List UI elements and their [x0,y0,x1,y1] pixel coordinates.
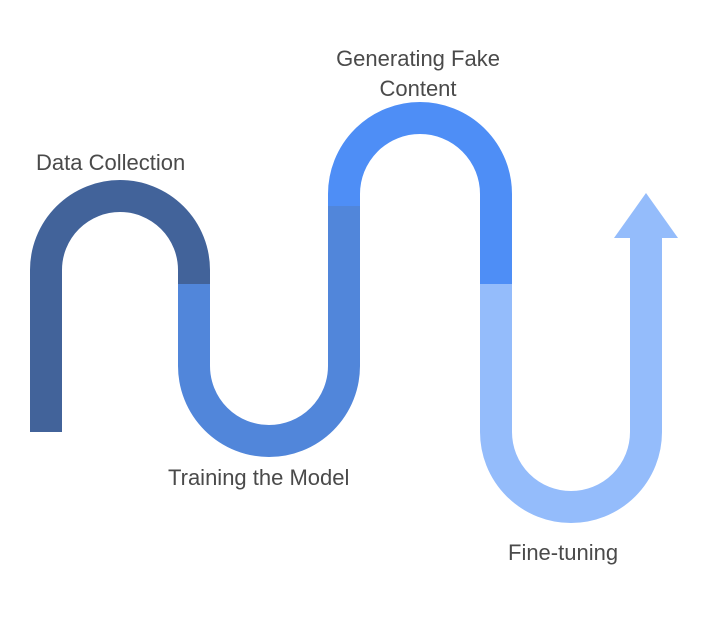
data-collection-label: Data Collection [36,150,186,175]
arrow-head [614,193,678,238]
generating-segment [328,102,512,284]
training-the-model-label: Training the Model [168,465,350,490]
data-collection-segment [29,180,210,432]
fine-tuning-label: Fine-tuning [508,540,619,565]
training-segment [178,206,360,457]
fine-tuning-segment [480,236,662,523]
generating-fake-content-label: Generating Fake Content [336,46,500,101]
